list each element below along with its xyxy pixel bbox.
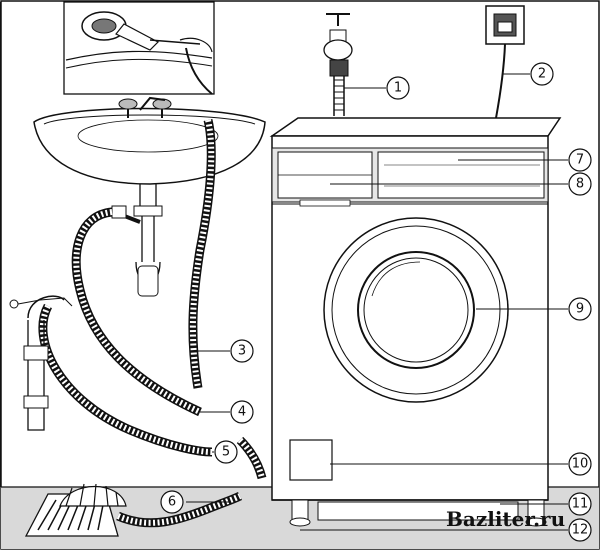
drain-hose-4-ribs [73, 209, 202, 415]
door [323, 217, 509, 403]
callout-12: 12 [568, 518, 592, 542]
adjustable-foot-left [291, 499, 309, 521]
callout-4-label: 4 [238, 405, 246, 420]
callout-12-label: 12 [572, 523, 589, 538]
inlet-hose-5-end [236, 436, 267, 480]
leader-lines [186, 73, 568, 531]
callout-3: 3 [230, 339, 254, 363]
callout-7-label: 7 [576, 153, 584, 168]
callouts: 1 2 3 4 5 6 7 8 [160, 62, 592, 542]
inlet-hose-5 [38, 303, 213, 457]
callout-11-label: 11 [572, 497, 589, 512]
callout-10: 10 [568, 452, 592, 476]
callout-9-label: 9 [576, 302, 584, 317]
watermark: Bazliter.ru [446, 507, 565, 531]
callout-8: 8 [568, 172, 592, 196]
callout-6: 6 [160, 490, 184, 514]
callout-6-label: 6 [168, 495, 176, 510]
callout-2-label: 2 [538, 67, 546, 82]
floor-drain-hose-ribs [116, 493, 242, 526]
power-socket [485, 5, 525, 119]
callout-3-label: 3 [238, 344, 246, 359]
callout-2: 2 [530, 62, 554, 86]
callout-1-label: 1 [394, 81, 402, 96]
callout-9: 9 [568, 297, 592, 321]
callout-1: 1 [386, 76, 410, 100]
drain-hose-4 [71, 207, 202, 417]
sink [33, 96, 266, 297]
plinth [317, 501, 519, 521]
callout-11: 11 [568, 492, 592, 516]
callout-5-label: 5 [222, 445, 230, 460]
wall-drain-pipe [9, 295, 73, 431]
filter-cover [289, 439, 333, 481]
washing-machine [269, 117, 562, 527]
callout-8-label: 8 [576, 177, 584, 192]
callout-10-label: 10 [572, 457, 589, 472]
floor-drain [24, 483, 127, 537]
callout-7: 7 [568, 148, 592, 172]
tap-detail-inset [63, 1, 215, 95]
callout-5: 5 [214, 440, 238, 464]
callout-4: 4 [230, 400, 254, 424]
drain-hose-3-ribs [189, 119, 215, 389]
wall-tap [323, 13, 353, 116]
